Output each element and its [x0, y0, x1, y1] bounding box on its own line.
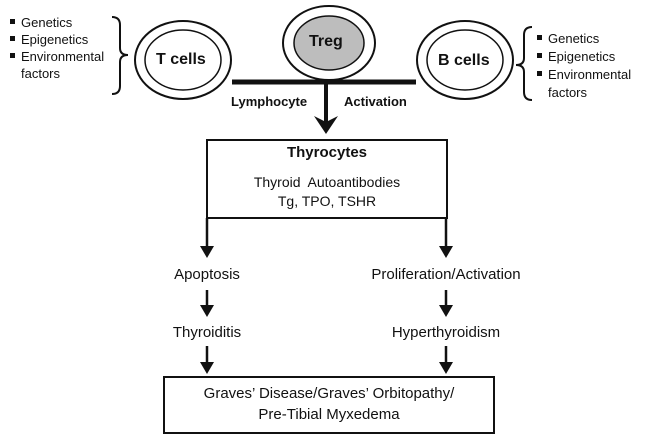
right-factors-brace	[515, 26, 533, 101]
hyperthyroidism-label: Hyperthyroidism	[391, 324, 501, 341]
outcome-line2: Pre-Tibial Myxedema	[258, 406, 400, 423]
b-cells-label: B cells	[438, 52, 490, 69]
right-factor-genetics: Genetics	[537, 30, 599, 47]
outcome-line1: Graves’ Disease/Graves’ Orbitopathy/	[203, 385, 455, 402]
thyroiditis-label: Thyroiditis	[172, 324, 242, 341]
left-factor-genetics: Genetics	[10, 14, 72, 31]
left-factor-environmental: Environmental	[10, 48, 104, 65]
right-branch-arrowhead	[439, 246, 453, 258]
proliferation-activation-label: Proliferation/Activation	[371, 266, 521, 283]
left-step-arrowhead	[200, 305, 214, 317]
activation-label: Activation	[344, 94, 407, 109]
activation-arrowhead	[314, 116, 338, 134]
left-outcome-arrowhead	[200, 362, 214, 374]
b-cells-inner	[426, 29, 504, 91]
right-factor-environmental: Environmental	[537, 66, 631, 83]
treg-label: Treg	[309, 33, 343, 50]
lymphocyte-label: Lymphocyte	[231, 94, 308, 109]
right-factor-factors: factors	[548, 85, 588, 100]
left-factor-epigenetics: Epigenetics	[10, 31, 88, 48]
right-outcome-arrowhead	[439, 362, 453, 374]
right-step-arrowhead	[439, 305, 453, 317]
t-cells-label: T cells	[156, 51, 206, 68]
left-factors-brace	[111, 16, 129, 95]
left-branch-arrowhead	[200, 246, 214, 258]
outcome-box	[163, 376, 495, 434]
treg-inner	[293, 15, 365, 71]
right-factor-epigenetics: Epigenetics	[537, 48, 615, 65]
thyroid-autoantibodies-label: Thyroid Autoantibodies	[253, 174, 401, 190]
apoptosis-label: Apoptosis	[174, 266, 240, 283]
thyrocytes-title: Thyrocytes	[286, 144, 368, 161]
left-factor-factors: factors	[21, 66, 61, 81]
thyrocytes-box	[206, 139, 448, 219]
t-cells-inner	[144, 29, 222, 91]
autoantibody-targets-label: Tg, TPO, TSHR	[277, 193, 377, 209]
